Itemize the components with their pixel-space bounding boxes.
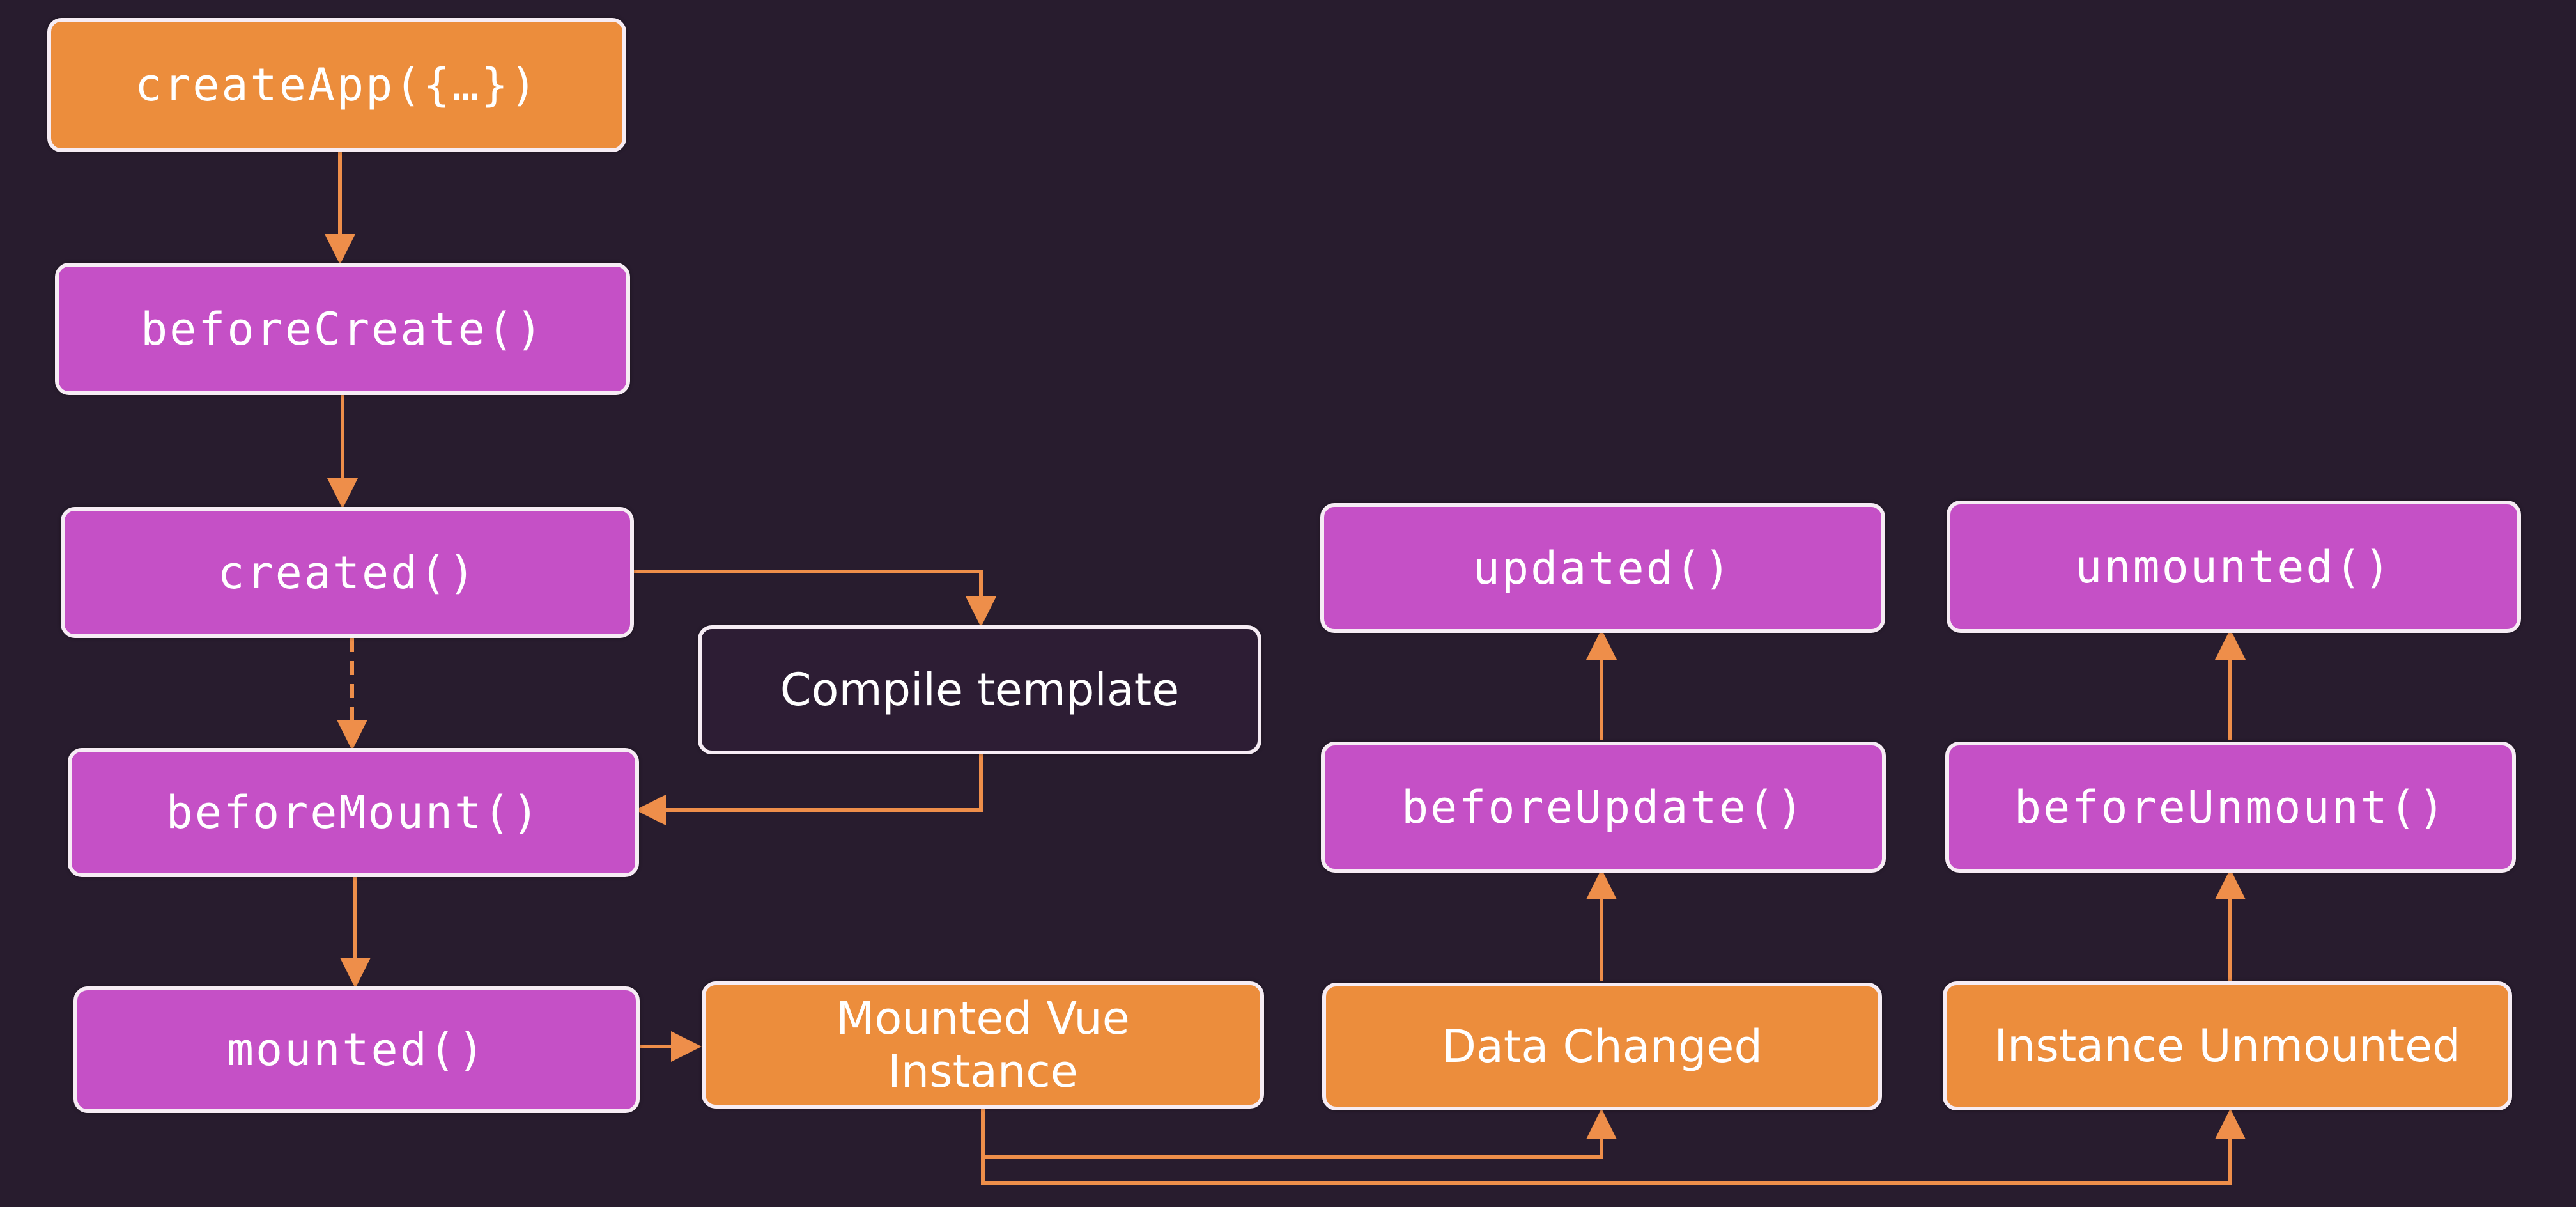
arrow-mounted-instance-to-instance-unmounted [981,1109,2246,1185]
before-mount-label: beforeMount() [166,786,541,839]
arrow-compile-template-to-beforemount [635,754,983,825]
unmounted-label: unmounted() [2075,540,2393,593]
compile-template-label: Compile template [780,663,1180,716]
mounted-node: mounted() [73,986,640,1113]
arrow-mounted-instance-to-data-changed [981,1109,1617,1159]
before-update-label: beforeUpdate() [1401,781,1805,834]
mounted-vue-instance-label: Mounted Vue Instance [836,992,1130,1098]
data-changed-label: Data Changed [1442,1020,1762,1073]
created-label: created() [217,546,477,599]
updated-node: updated() [1320,503,1885,633]
create-app-label: createApp({…}) [134,59,539,111]
created-node: created() [61,507,634,638]
data-changed-node: Data Changed [1322,983,1882,1110]
compile-template-node: Compile template [698,625,1261,754]
unmounted-node: unmounted() [1947,501,2521,633]
before-create-node: beforeCreate() [55,263,630,395]
before-unmount-label: beforeUnmount() [2014,781,2448,834]
before-create-label: beforeCreate() [140,302,544,355]
before-update-node: beforeUpdate() [1321,742,1886,873]
arrow-created-to-compile-template [634,570,996,627]
before-mount-node: beforeMount() [68,748,639,877]
mounted-label: mounted() [226,1024,487,1076]
updated-label: updated() [1472,541,1733,595]
mounted-vue-instance-node: Mounted Vue Instance [702,981,1264,1109]
instance-unmounted-label: Instance Unmounted [1994,1019,2461,1072]
create-app-node: createApp({…}) [47,18,626,152]
instance-unmounted-node: Instance Unmounted [1943,981,2512,1110]
before-unmount-node: beforeUnmount() [1945,742,2516,873]
